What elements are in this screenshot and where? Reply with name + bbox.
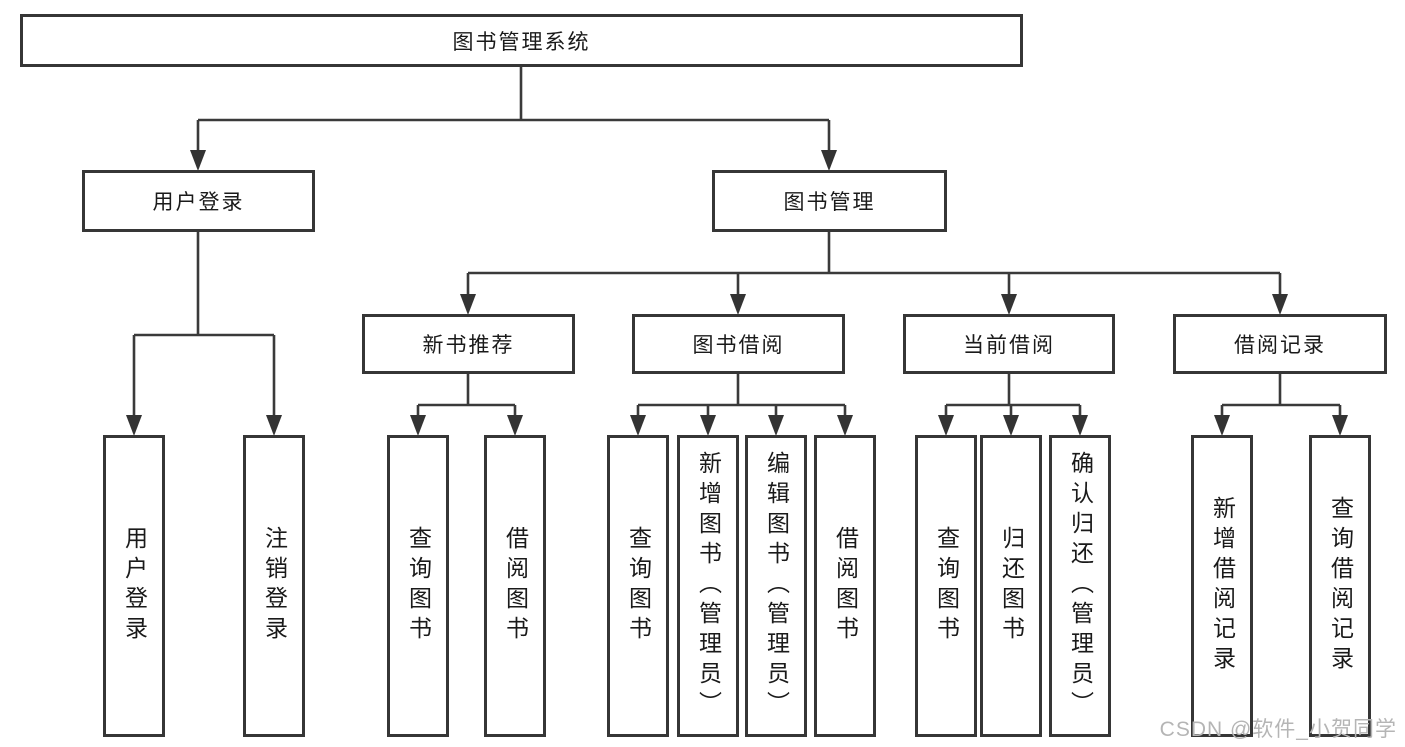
leaf-borrow-books: 借阅图书 [814, 435, 876, 737]
leaf-confirm-return-admin: 确认归还（管理员） [1049, 435, 1111, 737]
leaf-query-books-current: 查询图书 [915, 435, 977, 737]
leaf-add-books-admin: 新增图书（管理员） [677, 435, 739, 737]
node-label: 图书管理 [783, 191, 876, 214]
leaf-add-borrow-record: 新增借阅记录 [1191, 435, 1253, 737]
node-label: 图书借阅 [692, 334, 785, 357]
leaf-label: 新增借阅记录 [1209, 496, 1236, 676]
csdn-watermark: CSDN @软件_小贺同学 [1159, 718, 1397, 741]
leaf-label: 用户登录 [121, 526, 148, 646]
leaf-label: 查询图书 [933, 526, 960, 646]
node-book-borrow: 图书借阅 [632, 314, 845, 374]
arrowheads [126, 150, 1348, 436]
node-library-management-system: 图书管理系统 [20, 14, 1023, 67]
node-current-borrow: 当前借阅 [903, 314, 1115, 374]
leaf-query-borrow-record: 查询借阅记录 [1309, 435, 1371, 737]
leaf-label: 编辑图书（管理员） [763, 451, 790, 721]
leaf-label: 新增图书（管理员） [695, 451, 722, 721]
node-user-login: 用户登录 [82, 170, 315, 232]
leaf-query-books-recommend: 查询图书 [387, 435, 449, 737]
node-label: 借阅记录 [1234, 334, 1326, 357]
node-borrow-records: 借阅记录 [1173, 314, 1387, 374]
leaf-borrow-books-recommend: 借阅图书 [484, 435, 546, 737]
leaf-label: 归还图书 [998, 526, 1025, 646]
node-new-book-recommend: 新书推荐 [362, 314, 575, 374]
leaf-label: 确认归还（管理员） [1067, 451, 1094, 721]
node-label: 用户登录 [152, 191, 245, 214]
leaf-edit-books-admin: 编辑图书（管理员） [745, 435, 807, 737]
leaf-label: 借阅图书 [832, 526, 859, 646]
leaf-label: 查询图书 [405, 526, 432, 646]
leaf-label: 借阅图书 [502, 526, 529, 646]
leaf-user-login: 用户登录 [103, 435, 165, 737]
node-label: 新书推荐 [422, 334, 515, 357]
leaf-query-books-borrow: 查询图书 [607, 435, 669, 737]
node-label: 当前借阅 [963, 334, 1055, 357]
leaf-label: 查询图书 [625, 526, 652, 646]
node-book-management: 图书管理 [712, 170, 947, 232]
leaf-label: 查询借阅记录 [1327, 496, 1354, 676]
leaf-logout: 注销登录 [243, 435, 305, 737]
leaf-return-books: 归还图书 [980, 435, 1042, 737]
node-label: 图书管理系统 [452, 30, 591, 54]
leaf-label: 注销登录 [261, 526, 288, 646]
